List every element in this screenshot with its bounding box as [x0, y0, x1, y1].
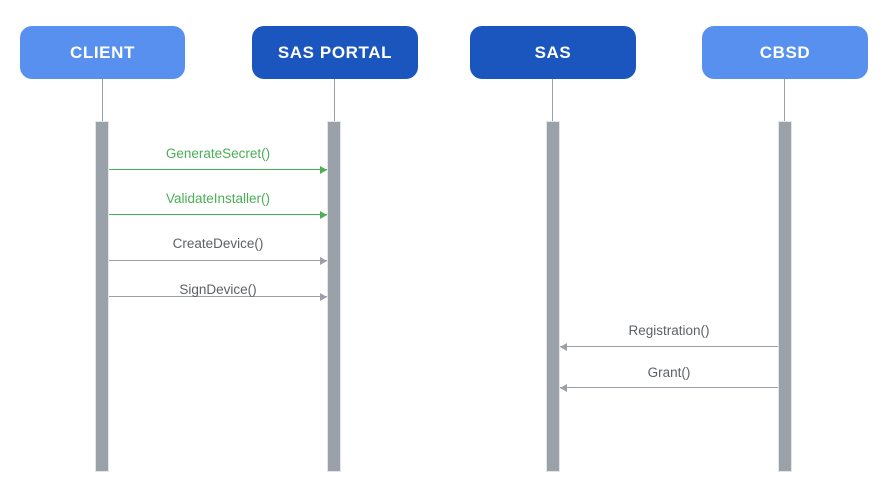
- message-line-sign-device: [109, 296, 327, 297]
- message-line-grant: [560, 387, 778, 388]
- arrowhead-left-icon-registration: [560, 342, 567, 351]
- arrowhead-left-icon-grant: [560, 383, 567, 392]
- lifeline-cbsd: [784, 79, 785, 121]
- lifeline-sas-portal: [334, 79, 335, 121]
- actor-box-client[interactable]: CLIENT: [20, 26, 185, 79]
- message-label-validate-installer: ValidateInstaller(): [165, 191, 271, 206]
- lifeline-sas: [552, 79, 553, 121]
- actor-label-cbsd: CBSD: [759, 42, 811, 62]
- actor-label-sas: SAS: [534, 42, 572, 62]
- message-line-generate-secret: [109, 169, 327, 170]
- activation-bar-sas: [546, 121, 560, 472]
- activation-bar-sas-portal: [327, 121, 341, 472]
- arrowhead-right-icon-validate-installer: [320, 210, 327, 219]
- message-label-generate-secret: GenerateSecret(): [165, 146, 271, 161]
- actor-box-sas[interactable]: SAS: [470, 26, 636, 79]
- actor-label-sas-portal: SAS PORTAL: [277, 42, 393, 62]
- arrowhead-right-icon-generate-secret: [320, 165, 327, 174]
- message-label-grant: Grant(): [647, 365, 691, 380]
- activation-bar-cbsd: [778, 121, 792, 472]
- message-label-registration: Registration(): [628, 323, 710, 338]
- lifeline-client: [102, 79, 103, 121]
- actor-box-sas-portal[interactable]: SAS PORTAL: [252, 26, 418, 79]
- arrowhead-right-icon-sign-device: [320, 292, 327, 301]
- actor-box-cbsd[interactable]: CBSD: [702, 26, 868, 79]
- message-line-validate-installer: [109, 214, 327, 215]
- actor-label-client: CLIENT: [70, 42, 135, 62]
- arrowhead-right-icon-create-device: [320, 256, 327, 265]
- activation-bar-client: [95, 121, 109, 472]
- message-label-sign-device: SignDevice(): [179, 282, 257, 297]
- message-line-registration: [560, 346, 778, 347]
- message-label-create-device: CreateDevice(): [172, 236, 264, 251]
- message-line-create-device: [109, 260, 327, 261]
